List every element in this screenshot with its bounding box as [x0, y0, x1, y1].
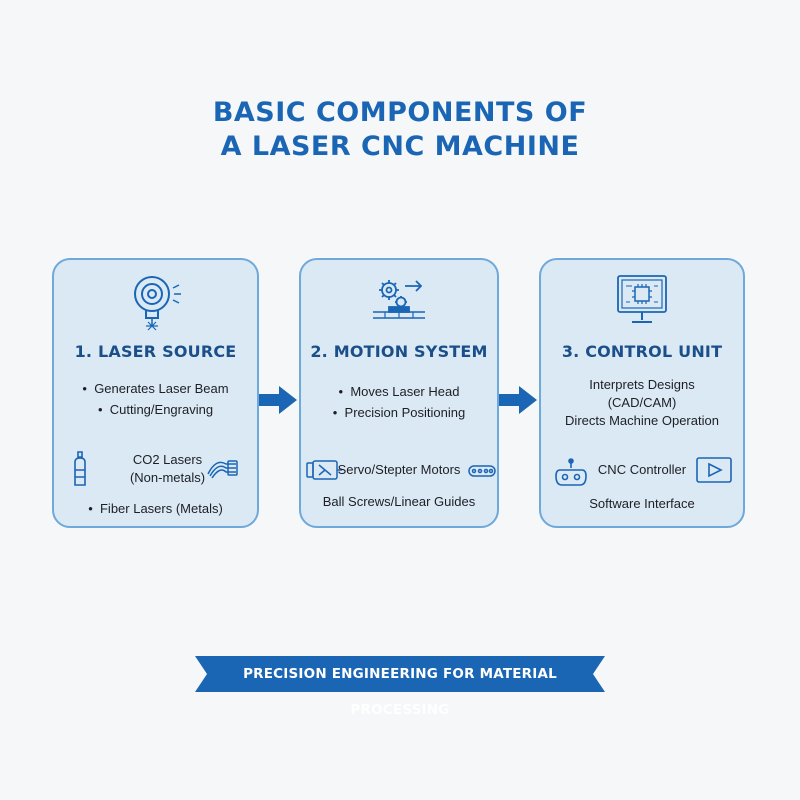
bullet-item: Cutting/Engraving [54, 399, 257, 420]
right-arrow-icon [259, 386, 297, 419]
fiber-lasers-item: Fiber Lasers (Metals) [54, 498, 257, 519]
laser-source-icon [54, 272, 257, 334]
bullet-list: Generates Laser Beam Cutting/Engraving [54, 378, 257, 420]
bullet-item: Generates Laser Beam [54, 378, 257, 399]
chain-icon [467, 463, 497, 484]
control-desc-line-3: Directs Machine Operation [565, 413, 719, 428]
card-motion-system: 2. MOTION SYSTEM Moves Laser Head Precis… [299, 258, 499, 528]
card-title: 3. CONTROL UNIT [561, 342, 723, 361]
computer-chip-icon [541, 272, 743, 330]
title-line-1: BASIC COMPONENTS OF [212, 97, 588, 128]
title-line-2: A LASER CNC MACHINE [220, 131, 580, 162]
card-laser-source: 1. LASER SOURCE Generates Laser Beam Cut… [52, 258, 259, 528]
right-arrow-icon [499, 386, 537, 419]
joystick-icon [554, 458, 588, 493]
video-play-icon [695, 456, 733, 491]
bullet-item: Moves Laser Head [301, 381, 497, 402]
servo-motor-icon [305, 459, 343, 486]
software-interface-label: Software Interface [589, 496, 695, 511]
card-title: 1. LASER SOURCE [74, 342, 237, 361]
co2-lasers-note: (Non-metals) [129, 470, 206, 485]
gas-cylinder-icon [72, 450, 88, 493]
bullet-list: Fiber Lasers (Metals) [54, 498, 257, 519]
gears-icon [301, 272, 497, 328]
ball-screws-label: Ball Screws/Linear Guides [322, 494, 476, 509]
bullet-item: Precision Positioning [301, 402, 497, 423]
card-control-unit: 3. CONTROL UNIT Interprets Designs (CAD/… [539, 258, 745, 528]
banner-text: PRECISION ENGINEERING FOR MATERIAL PROCE… [243, 666, 557, 718]
page-title: BASIC COMPONENTS OF A LASER CNC MACHINE [0, 96, 800, 164]
banner-ribbon [195, 656, 605, 697]
fiber-cable-icon [206, 456, 240, 485]
motors-label: Servo/Stepter Motors [337, 462, 461, 477]
bullet-list: Moves Laser Head Precision Positioning [301, 381, 497, 423]
co2-lasers-label: CO2 Lasers [132, 452, 203, 467]
card-title: 2. MOTION SYSTEM [310, 342, 488, 361]
control-desc-line-2: (CAD/CAM) [607, 395, 677, 410]
cnc-controller-label: CNC Controller [597, 462, 687, 477]
control-desc-line-1: Interprets Designs [589, 377, 695, 392]
